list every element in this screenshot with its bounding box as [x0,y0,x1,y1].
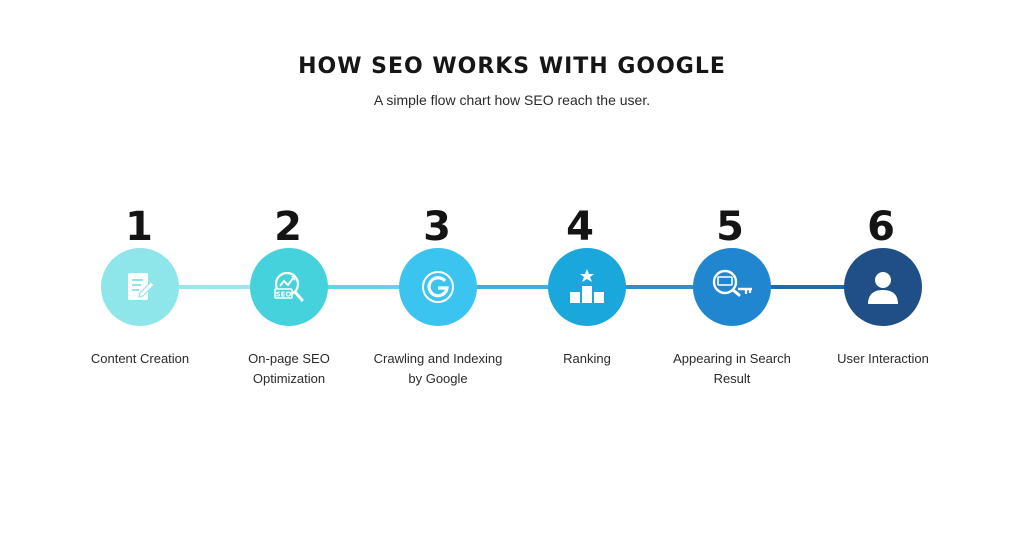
page-title: HOW SEO WORKS WITH GOOGLE [298,54,726,79]
ranking-podium-icon [567,267,607,307]
step-1-number: 1 [125,204,153,250]
connector-1-2 [170,285,265,289]
step-2-number: 2 [274,204,302,250]
step-6-label: User Interaction [837,351,929,366]
step-3-label: Crawling and Indexing by Google [373,351,503,386]
step-5-circle [693,248,771,326]
step-4-number: 4 [566,204,594,250]
step-1-circle [101,248,179,326]
step-5-label: Appearing in Search Result [673,351,791,386]
step-6-number: 6 [867,204,895,250]
user-icon [863,267,903,307]
google-g-icon [420,269,456,305]
step-3-number: 3 [423,204,451,250]
step-4-circle [548,248,626,326]
svg-text:SEO: SEO [276,291,292,299]
search-key-icon [710,267,754,307]
connector-5-6 [764,285,859,289]
step-6-circle [844,248,922,326]
page-subtitle: A simple flow chart how SEO reach the us… [373,92,651,108]
step-4-label: Ranking [563,351,611,366]
step-5-number: 5 [716,204,744,250]
step-2-label: On-page SEO Optimization [248,351,330,386]
step-1-label: Content Creation [90,351,190,366]
connector-3-4 [468,285,563,289]
connector-4-5 [617,285,712,289]
step-3-circle [399,248,477,326]
step-2-circle: SEO [250,248,328,326]
connector-2-3 [320,285,415,289]
document-edit-icon [123,270,157,304]
seo-magnifier-icon: SEO [269,267,309,307]
